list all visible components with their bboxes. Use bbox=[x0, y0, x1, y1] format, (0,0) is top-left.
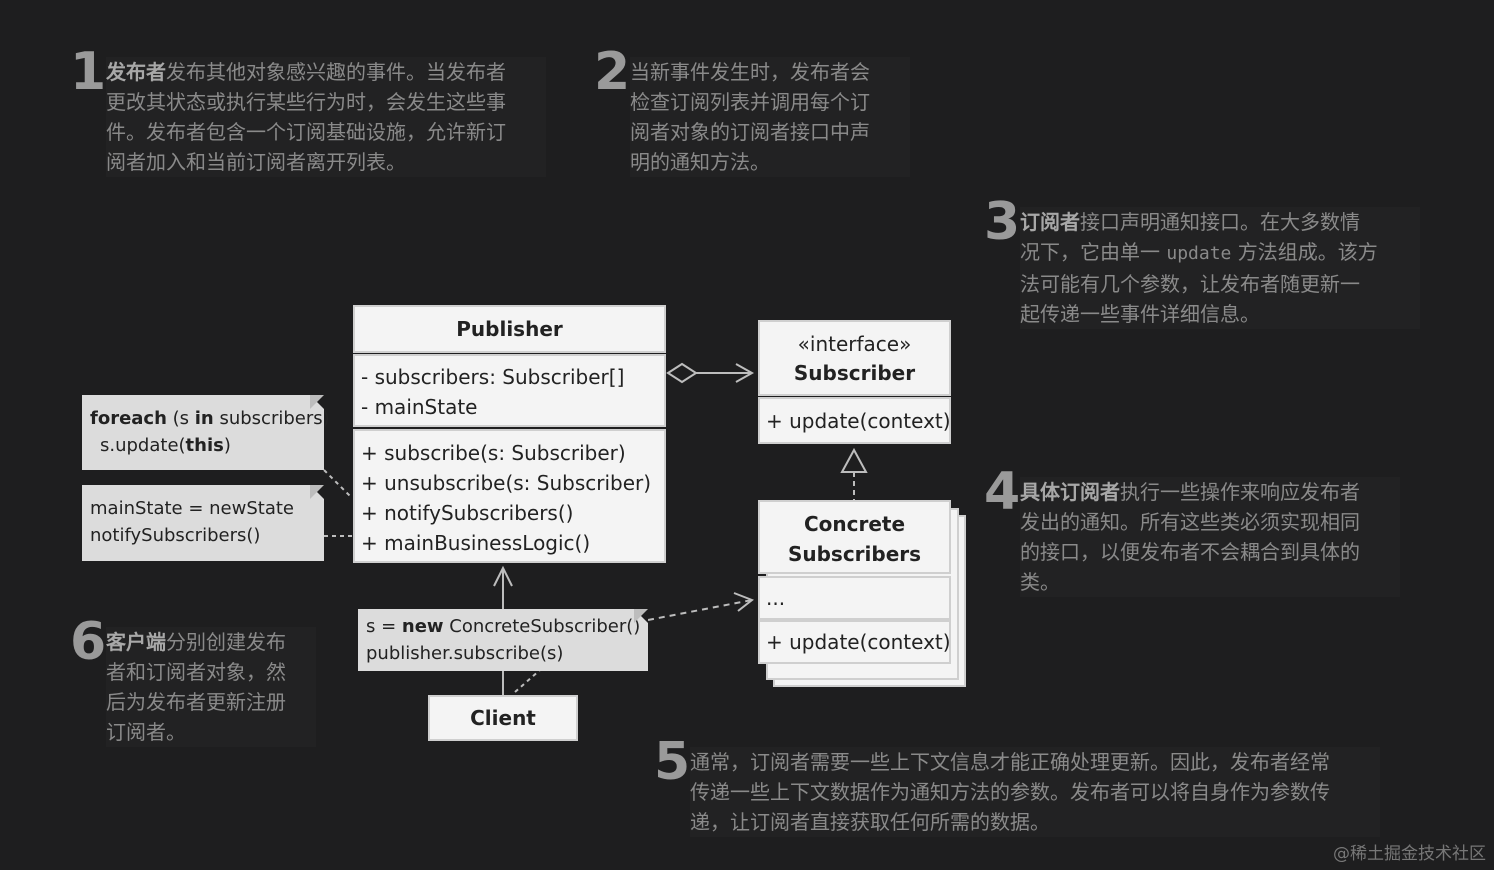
note-line: 阅者加入和当前订阅者离开列表。 bbox=[106, 150, 406, 174]
note-line: 分别创建发布 bbox=[166, 630, 286, 654]
publisher-methods: + subscribe(s: Subscriber) + unsubscribe… bbox=[353, 429, 666, 563]
concrete-fields: ... bbox=[758, 576, 951, 620]
memo-foreach: foreach (s in subscribers) s.update(this… bbox=[82, 395, 330, 470]
note-line: 件。发布者包含一个订阅基础设施，允许新订 bbox=[106, 120, 506, 144]
publisher-field: - subscribers: Subscriber[] bbox=[361, 365, 625, 389]
note-line: 递，让订阅者直接获取任何所需的数据。 bbox=[690, 810, 1050, 834]
dependency-line bbox=[647, 599, 753, 621]
memo-text: ConcreteSubscriber() bbox=[443, 616, 641, 637]
concrete-title-2: Subscribers bbox=[787, 542, 922, 566]
concrete-method: + update(context) bbox=[766, 630, 951, 654]
note-line: 起传递一些事件详细信息。 bbox=[1020, 302, 1260, 326]
memo-text: s = bbox=[366, 616, 402, 637]
note-line: 执行一些操作来响应发布者 bbox=[1120, 480, 1360, 504]
note-5: 5 通常，订阅者需要一些上下文信息才能正确处理更新。因此，发布者经常 传递一些上… bbox=[654, 733, 1380, 837]
memo-text: s.update( bbox=[100, 435, 186, 456]
concrete-title-1: Concrete bbox=[803, 512, 906, 536]
note-strong: 客户端 bbox=[106, 630, 166, 654]
subscriber-stereotype: «interface» bbox=[797, 332, 912, 356]
note-number: 3 bbox=[984, 192, 1021, 252]
publisher-class-title: Publisher bbox=[353, 305, 666, 353]
note-line: 的接口，以便发布者不会耦合到具体的 bbox=[1020, 540, 1360, 564]
note-strong: 订阅者 bbox=[1020, 210, 1080, 234]
note-line: 当新事件发生时，发布者会 bbox=[630, 60, 870, 84]
publisher-method: + unsubscribe(s: Subscriber) bbox=[361, 471, 652, 495]
concrete-class-title: Concrete Subscribers bbox=[758, 500, 951, 574]
subscriber-methods: + update(context) bbox=[758, 397, 951, 444]
note-line: 明的通知方法。 bbox=[630, 150, 770, 174]
concrete-field: ... bbox=[766, 586, 786, 610]
note-6: 6 客户端分别创建发布 者和订阅者对象，然 后为发布者更新注册 订阅者。 bbox=[70, 613, 316, 747]
note-line: 订阅者。 bbox=[106, 720, 186, 744]
note-line: 类。 bbox=[1020, 570, 1060, 594]
memo-fold bbox=[634, 609, 648, 623]
note-line: 更改其状态或执行某些行为时，会发生这些事 bbox=[106, 90, 506, 114]
note-strong: 具体订阅者 bbox=[1020, 480, 1120, 504]
publisher-fields: - subscribers: Subscriber[] - mainState bbox=[353, 354, 666, 427]
subscriber-title: Subscriber bbox=[793, 361, 916, 385]
aggregation-diamond bbox=[666, 362, 698, 384]
note-line: 方法组成。该方 bbox=[1231, 240, 1378, 264]
publisher-title: Publisher bbox=[456, 317, 563, 341]
note-number: 2 bbox=[594, 42, 631, 102]
client-class: Client bbox=[428, 695, 578, 741]
publisher-field: - mainState bbox=[361, 395, 478, 419]
dependency-arrowhead bbox=[733, 592, 754, 612]
keyword-in: in bbox=[194, 408, 214, 429]
note-line: 者和订阅者对象，然 bbox=[106, 660, 286, 684]
memo-link-foreach bbox=[323, 469, 353, 499]
memo-link-client bbox=[514, 669, 541, 693]
note-2: 2 当新事件发生时，发布者会 检查订阅列表并调用每个订 阅者对象的订阅者接口中声… bbox=[594, 43, 910, 177]
realization-triangle bbox=[840, 447, 868, 473]
note-line: 阅者对象的订阅者接口中声 bbox=[630, 120, 870, 144]
watermark: @稀土掘金技术社区 bbox=[1333, 844, 1486, 864]
note-number: 1 bbox=[70, 42, 107, 102]
note-line: 传递一些上下文数据作为通知方法的参数。发布者可以将自身作为参数传 bbox=[690, 780, 1330, 804]
note-number: 6 bbox=[70, 612, 107, 672]
note-1: 1 发布者发布其他对象感兴趣的事件。当发布者 更改其状态或执行某些行为时，会发生… bbox=[70, 43, 546, 177]
memo-text: (s bbox=[166, 408, 195, 429]
note-code: update bbox=[1166, 243, 1232, 264]
publisher-method: + subscribe(s: Subscriber) bbox=[361, 441, 626, 465]
note-4: 4 具体订阅者执行一些操作来响应发布者 发出的通知。所有这些类必须实现相同 的接… bbox=[984, 463, 1400, 597]
publisher-method: + mainBusinessLogic() bbox=[361, 531, 591, 555]
memo-text: publisher.subscribe(s) bbox=[366, 643, 564, 664]
note-3: 3 订阅者接口声明通知接口。在大多数情 况下，它由单一 update 方法组成。… bbox=[984, 193, 1420, 329]
memo-text: mainState = newState bbox=[90, 498, 294, 519]
memo-fold bbox=[310, 395, 324, 409]
aggregation-arrowhead bbox=[735, 363, 755, 383]
note-line: 发出的通知。所有这些类必须实现相同 bbox=[1020, 510, 1360, 534]
note-number: 4 bbox=[984, 462, 1021, 522]
memo-text: subscribers) bbox=[213, 408, 330, 429]
memo-text: ) bbox=[223, 435, 231, 456]
memo-text: notifySubscribers() bbox=[90, 525, 261, 546]
subscriber-method: + update(context) bbox=[766, 409, 951, 433]
note-line: 通常，订阅者需要一些上下文信息才能正确处理更新。因此，发布者经常 bbox=[690, 750, 1330, 774]
publisher-method: + notifySubscribers() bbox=[361, 501, 574, 525]
keyword-this: this bbox=[185, 435, 224, 456]
note-line: 法可能有几个参数，让发布者随更新一 bbox=[1020, 272, 1360, 296]
note-line: 发布其他对象感兴趣的事件。当发布者 bbox=[166, 60, 506, 84]
keyword-new: new bbox=[401, 616, 444, 637]
note-line: 后为发布者更新注册 bbox=[106, 690, 286, 714]
client-publisher-arrowhead bbox=[493, 565, 513, 587]
subscriber-class-title: «interface» Subscriber bbox=[758, 320, 951, 396]
note-number: 5 bbox=[654, 732, 691, 792]
note-line: 况下，它由单一 bbox=[1020, 240, 1167, 264]
keyword-foreach: foreach bbox=[90, 408, 167, 429]
concrete-methods: + update(context) bbox=[758, 620, 951, 664]
note-strong: 发布者 bbox=[106, 60, 166, 84]
memo-client: s = new ConcreteSubscriber() publisher.s… bbox=[358, 609, 648, 671]
note-line: 接口声明通知接口。在大多数情 bbox=[1080, 210, 1360, 234]
memo-state: mainState = newState notifySubscribers() bbox=[82, 485, 324, 561]
memo-fold bbox=[310, 485, 324, 499]
note-line: 检查订阅列表并调用每个订 bbox=[630, 90, 870, 114]
client-title: Client bbox=[470, 706, 536, 730]
